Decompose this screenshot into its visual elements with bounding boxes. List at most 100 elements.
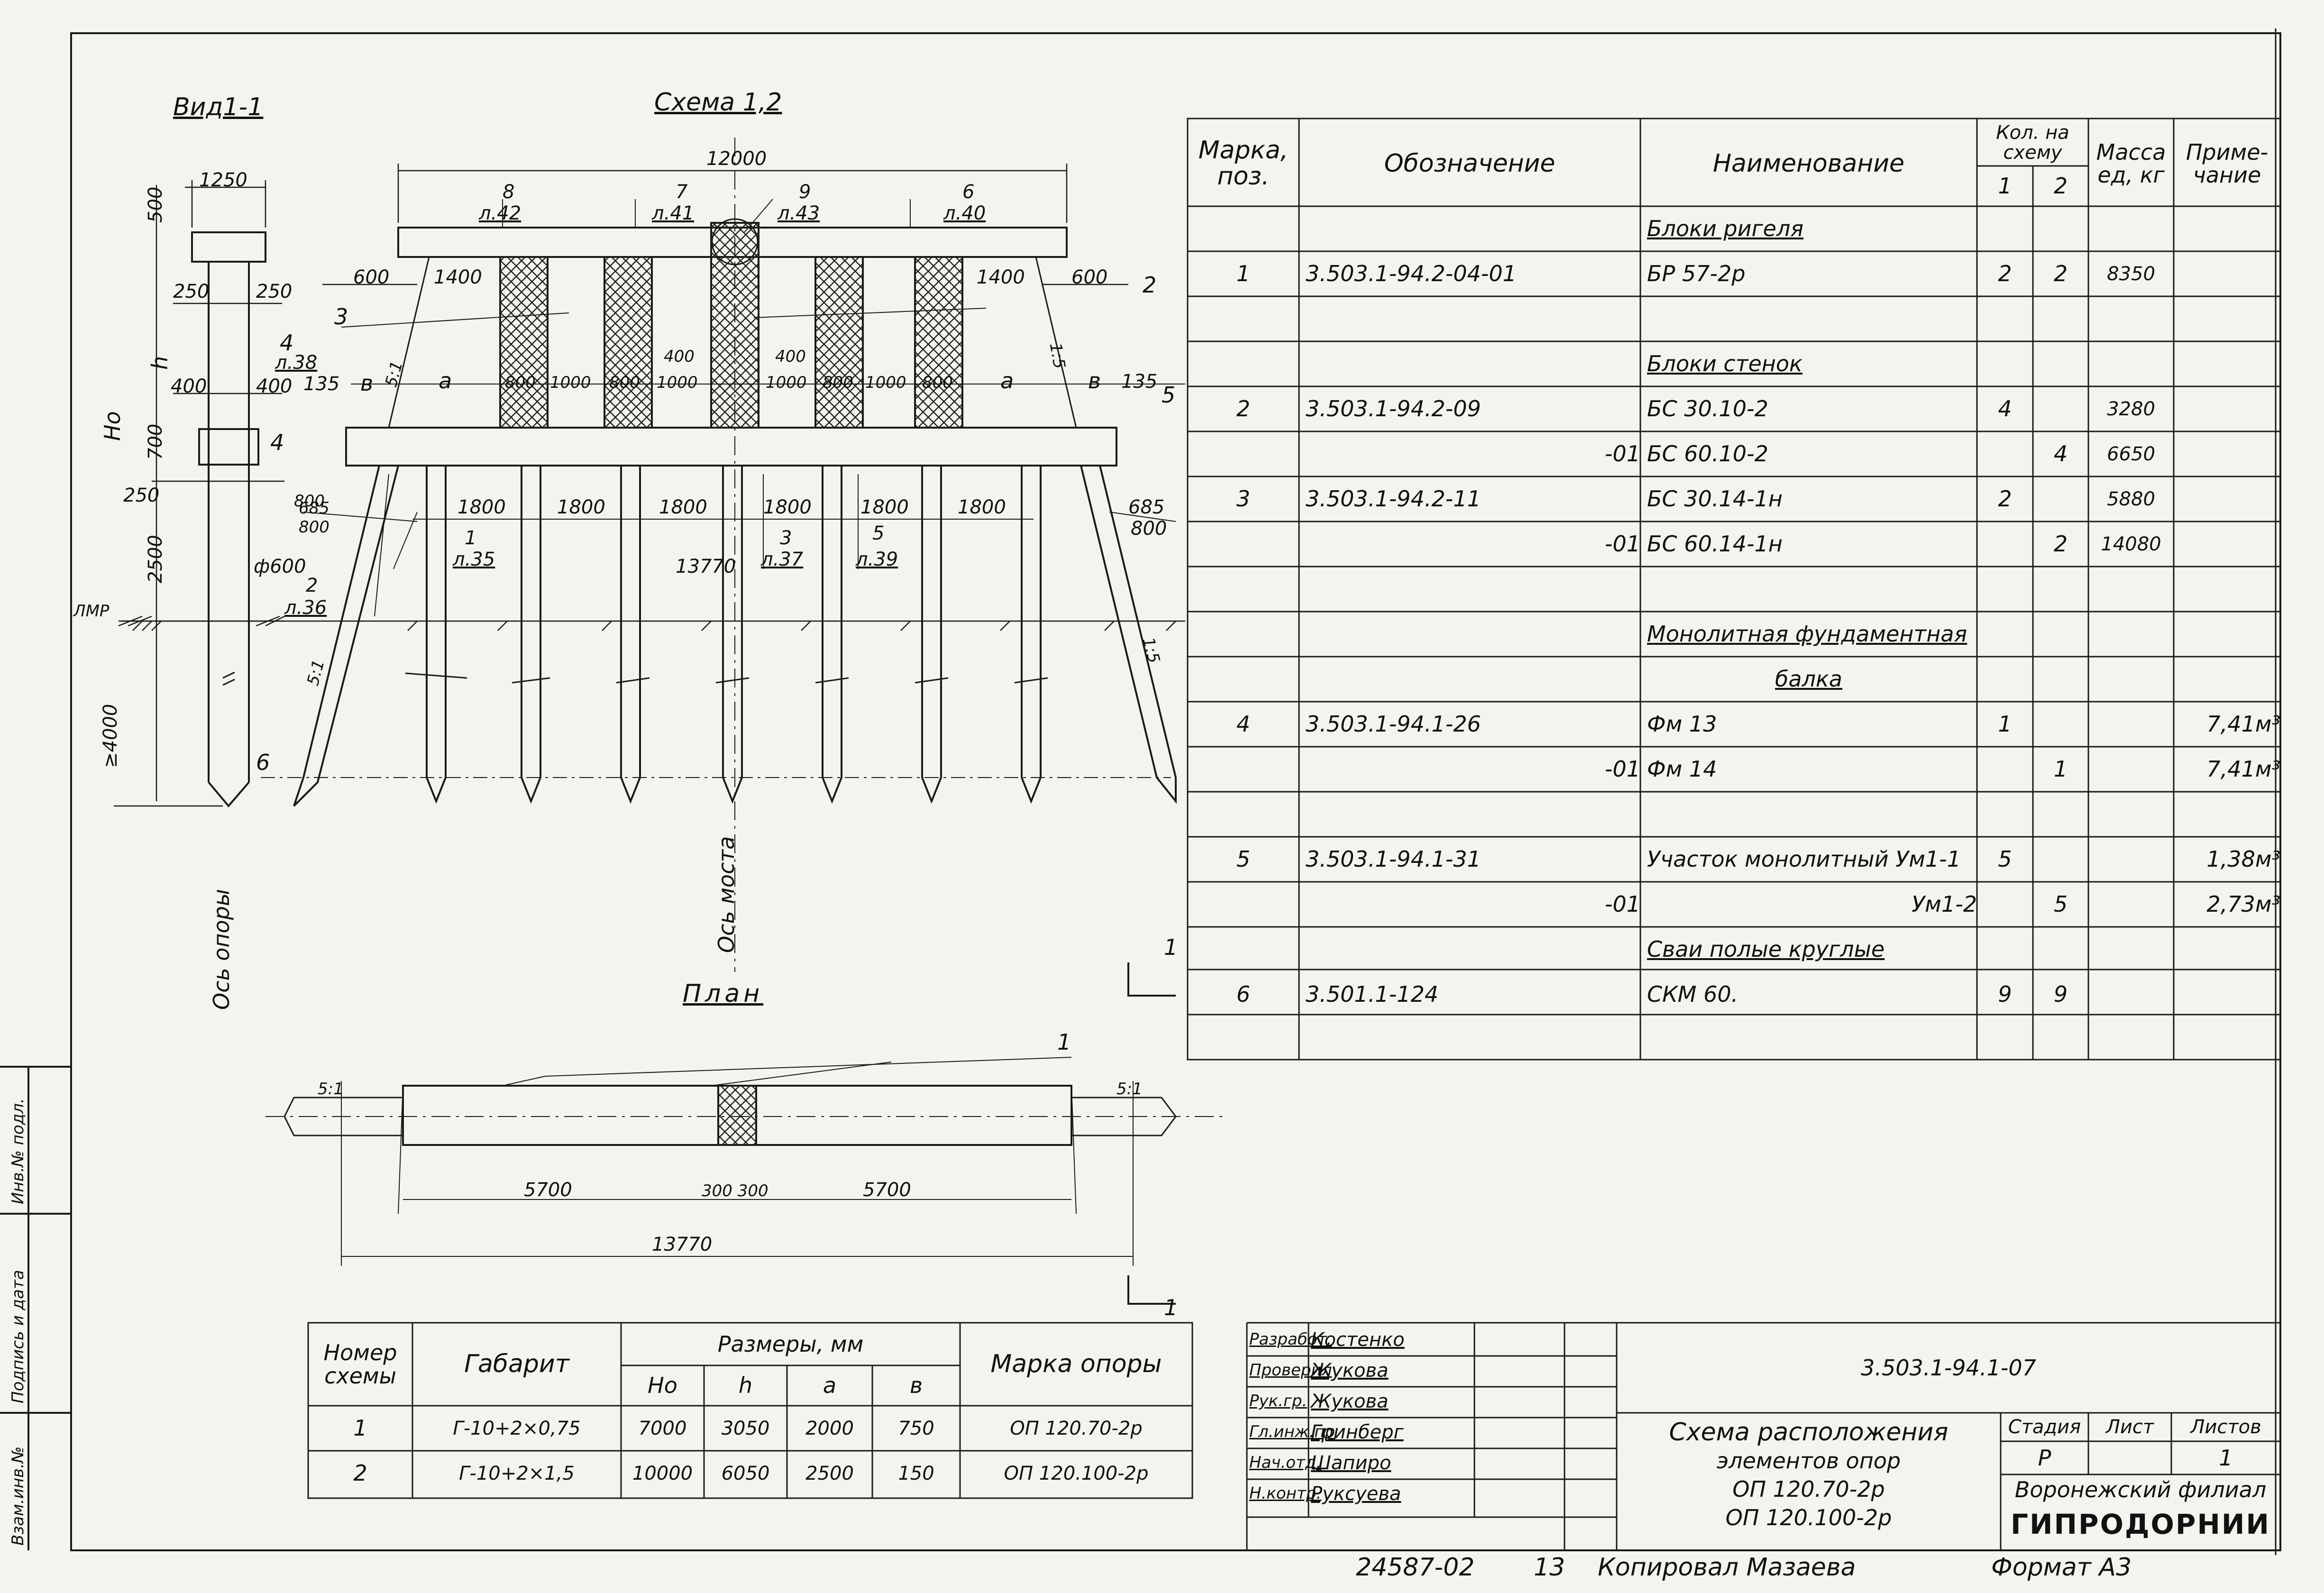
- spacing-6: 800: [823, 373, 853, 392]
- title-line-4: ОП 120.100-2р: [1725, 1504, 1892, 1530]
- scheme-cell-b: 750: [898, 1417, 934, 1439]
- schemes-header-ho: Hо: [648, 1373, 677, 1399]
- spec-cell-mark: 5: [1236, 846, 1251, 872]
- spec-cell-mass: [2088, 657, 2174, 702]
- signatory-name: Костенко: [1311, 1329, 1405, 1351]
- spec-cell-name: БР 57-2р: [1647, 261, 1746, 287]
- section-view: [114, 180, 285, 808]
- spec-cell-q1: [1977, 612, 2033, 657]
- scheme-cell-ho: 10000: [632, 1462, 693, 1484]
- spec-cell-q2: 9: [2053, 981, 2068, 1007]
- spec-cell-mass: [2088, 702, 2174, 747]
- spec-cell-mark: [1188, 206, 1299, 251]
- sheet-ref-37: л.37: [761, 549, 804, 570]
- dim-h: h: [147, 356, 173, 370]
- dim-800-left-2: 800: [299, 518, 329, 537]
- spec-cell-name: БС 60.14-1н: [1647, 531, 1783, 557]
- scheme-cell-a: 2000: [805, 1417, 854, 1439]
- spec-cell-note: [2174, 251, 2287, 296]
- scheme-cell-mark: ОП 120.70-2р: [1010, 1417, 1143, 1439]
- dim-400-b: 400: [775, 347, 806, 366]
- scheme-cell-h: 6050: [721, 1462, 770, 1484]
- spacing-8: 800: [922, 373, 953, 392]
- spec-cell-note: [2174, 522, 2287, 567]
- spec-cell-q1: [1977, 657, 2033, 702]
- dim-4000: ≥4000: [100, 704, 121, 768]
- spec-cell-mark: [1188, 567, 1299, 612]
- spec-cell-q1: [1977, 927, 2033, 972]
- spec-cell-note: 1,38м³: [2206, 846, 2280, 872]
- spec-cell-designation: [1299, 657, 1647, 702]
- dim-13770-elev: 13770: [676, 556, 736, 577]
- dim-600-left: 600: [353, 266, 390, 288]
- spec-cell-q2: [2033, 386, 2088, 431]
- spec-cell-mass: [2088, 206, 2174, 251]
- side-stamp-2: Подпись и дата: [9, 1270, 27, 1403]
- sheets-label: Листов: [2190, 1416, 2261, 1438]
- spec-cell-mark: [1188, 522, 1299, 567]
- org-name: ГИПРОДОРНИИ: [2011, 1508, 2270, 1540]
- spec-cell-mass: [2088, 882, 2174, 927]
- sheet-value: [2088, 1441, 2171, 1474]
- schemes-header-num: Номер схемы: [323, 1340, 397, 1389]
- title-line-3: ОП 120.70-2р: [1732, 1476, 1885, 1502]
- spec-cell-name: БС 60.10-2: [1647, 441, 1768, 467]
- spec-cell-mass: 6650: [2107, 443, 2155, 465]
- schemes-header-b: в: [909, 1373, 923, 1399]
- spec-cell-note: [2174, 972, 2287, 1017]
- spec-cell-q1: [1977, 747, 2033, 792]
- spec-cell-name: Монолитная фундаментная: [1647, 621, 1967, 647]
- spec-cell-designation: -01: [1604, 531, 1640, 557]
- spec-cell-q1: [1977, 296, 2033, 341]
- spec-cell-name: [1640, 567, 1984, 612]
- spec-cell-q1: [1977, 341, 2033, 386]
- spec-cell-q2: [2033, 296, 2088, 341]
- signatory-role: Проверил: [1249, 1361, 1332, 1380]
- spec-cell-name: Блоки стенок: [1647, 351, 1802, 377]
- spec-cell-mark: [1188, 431, 1299, 476]
- spec-header-name: Наименование: [1712, 149, 1905, 178]
- spec-cell-note: [2174, 792, 2287, 837]
- spec-cell-mass: [2088, 837, 2174, 882]
- spec-cell-mass: 3280: [2107, 398, 2155, 420]
- spec-cell-note: [2174, 296, 2287, 341]
- spec-cell-note: [2174, 612, 2287, 657]
- sheet-ref-36: л.36: [284, 597, 327, 619]
- spec-header-mark: Марка, поз.: [1198, 136, 1289, 191]
- pile-spacing-1: 1800: [457, 496, 506, 518]
- spec-cell-note: 7,41м³: [2206, 711, 2280, 737]
- spec-cell-designation: [1299, 341, 1647, 386]
- pile-spacing-4: 1800: [763, 496, 812, 518]
- scheme-pos-3b: 3: [780, 527, 792, 549]
- spec-cell-mark: [1188, 882, 1299, 927]
- spec-cell-note: [2174, 476, 2287, 522]
- spec-cell-designation: 3.503.1-94.2-09: [1306, 396, 1481, 422]
- pile-spacing-5: 1800: [860, 496, 909, 518]
- dim-500: 500: [145, 186, 166, 223]
- signatory-role: Нач.отд.: [1249, 1453, 1322, 1473]
- scheme-cell-b: 150: [898, 1462, 934, 1484]
- scheme-cell-gabarit: Г-10+2×0,75: [453, 1417, 581, 1439]
- dim-250-right: 250: [256, 281, 293, 302]
- spec-cell-name: СКМ 60.: [1647, 981, 1738, 1007]
- spec-cell-mass: 8350: [2107, 263, 2155, 285]
- spec-cell-mark: 1: [1236, 261, 1251, 287]
- section-mark-bottom: 1: [1164, 1295, 1178, 1320]
- scheme-pos-2b: 2: [306, 575, 318, 596]
- dim-700: 700: [145, 423, 166, 460]
- schemes-header-a: а: [823, 1373, 837, 1399]
- spec-cell-designation: [1299, 927, 1647, 972]
- spec-cell-designation: 3.503.1-94.1-26: [1306, 711, 1481, 737]
- spec-table-grid: [1187, 118, 2281, 1061]
- title-line-1: Схема расположения: [1669, 1418, 1949, 1447]
- org-branch: Воронежский филиал: [2014, 1477, 2267, 1503]
- plan-dim-5700-left: 5700: [524, 1179, 572, 1201]
- spec-cell-mark: [1188, 792, 1299, 837]
- doc-code: 3.503.1-94.1-07: [1861, 1355, 2036, 1381]
- schemes-header-mark: Марка опоры: [990, 1350, 1162, 1379]
- scheme-cell-gabarit: Г-10+2×1,5: [459, 1462, 575, 1484]
- spec-cell-q1: 4: [1998, 396, 2012, 422]
- plan-dim-300: 300 300: [702, 1181, 769, 1200]
- spec-cell-q2: [2033, 341, 2088, 386]
